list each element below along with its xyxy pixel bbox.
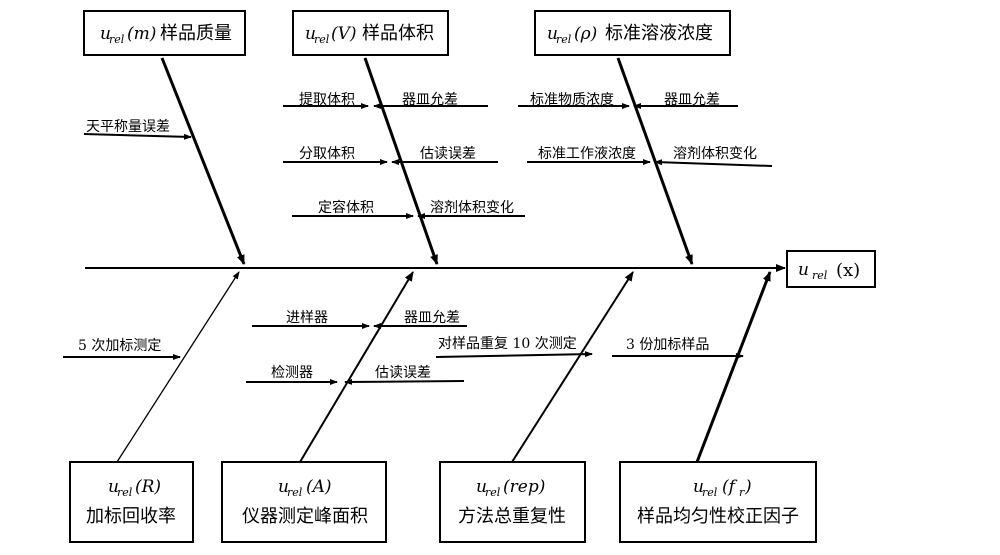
cause-repeatability-subscript: rel — [485, 486, 501, 499]
cause-box-repeatability: u rel (rep) 方法总重复性 — [439, 461, 586, 543]
arrow-reading-error-2 — [344, 378, 465, 385]
arrow-repeat-10 — [435, 351, 593, 358]
label-injector: 进样器 — [286, 310, 328, 326]
label-spiked-samples-3: 3 份加标样品 — [626, 337, 709, 353]
branch-recovery — [116, 271, 240, 463]
cause-repeatability-label: 方法总重复性 — [458, 506, 566, 527]
cause-mass-label: 样品质量 — [160, 23, 232, 44]
cause-repeatability-symbol: u — [476, 477, 487, 497]
effect-symbol: u — [798, 260, 809, 280]
cause-box-mass: u rel (m) 样品质量 — [83, 10, 246, 56]
label-reading-error-1: 估读误差 — [420, 145, 476, 162]
branch-repeatability — [511, 271, 634, 463]
cause-mass-symbol: u — [100, 24, 111, 44]
label-constant-volume: 定容体积 — [318, 199, 374, 216]
cause-recovery-symbol: u — [108, 477, 119, 497]
label-extraction-volume: 提取体积 — [299, 92, 355, 108]
label-solvent-volume-change-1: 溶剂体积变化 — [430, 200, 514, 216]
cause-concentration-arg: (ρ) — [574, 24, 597, 44]
label-vessel-tolerance-1: 器皿允差 — [402, 92, 458, 108]
label-solvent-volume-change-2: 溶剂体积变化 — [673, 146, 757, 162]
cause-repeatability-arg: (rep) — [503, 477, 545, 497]
label-reference-concentration: 标准物质浓度 — [530, 92, 614, 108]
branch-mass — [160, 57, 246, 265]
cause-volume-subscript: rel — [314, 33, 330, 46]
cause-recovery-subscript: rel — [117, 486, 133, 499]
cause-volume-arg: (V) — [331, 24, 357, 44]
label-spike-5: 5 次加标测定 — [78, 338, 161, 354]
label-detector: 检测器 — [271, 365, 313, 381]
cause-box-volume: u rel (V) 样品体积 — [292, 10, 449, 56]
cause-volume-label: 样品体积 — [362, 23, 434, 44]
cause-box-homogeneity: u rel (f r ) 样品均匀性校正因子 — [619, 461, 817, 543]
branch-instrument — [299, 271, 414, 463]
effect-subscript: rel — [812, 269, 828, 282]
cause-concentration-symbol: u — [547, 24, 558, 44]
cause-recovery-label: 加标回收率 — [86, 506, 176, 527]
effect-arg: (x) — [836, 260, 860, 281]
cause-recovery-arg: (R) — [135, 477, 161, 497]
label-balance-error: 天平称量误差 — [86, 119, 170, 135]
cause-homogeneity-arg-end: ) — [744, 477, 752, 497]
label-working-solution-concentration: 标准工作液浓度 — [538, 146, 636, 162]
cause-homogeneity-arg-sub: r — [739, 486, 745, 499]
arrow-balance-error — [83, 133, 192, 140]
cause-instrument-subscript: rel — [287, 486, 303, 499]
cause-homogeneity-arg: (f — [722, 477, 738, 497]
cause-homogeneity-subscript: rel — [702, 486, 718, 499]
arrow-solvent-volume-change-2 — [654, 159, 773, 167]
cause-volume-symbol: u — [305, 24, 316, 44]
cause-mass-subscript: rel — [109, 33, 125, 46]
label-vessel-tolerance-3: 器皿允差 — [404, 310, 460, 326]
label-reading-error-2: 估读误差 — [375, 364, 431, 381]
label-aliquot-volume: 分取体积 — [299, 146, 355, 162]
label-vessel-tolerance-2: 器皿允差 — [664, 92, 720, 108]
cause-box-instrument: u rel (A) 仪器测定峰面积 — [221, 461, 387, 543]
cause-concentration-label: 标准溶液浓度 — [605, 23, 713, 44]
cause-instrument-label: 仪器测定峰面积 — [242, 506, 368, 527]
cause-instrument-symbol: u — [278, 477, 289, 497]
cause-homogeneity-symbol: u — [693, 477, 704, 497]
cause-mass-arg: (m) — [127, 24, 156, 44]
cause-box-concentration: u rel (ρ) 标准溶液浓度 — [534, 10, 731, 56]
branch-homogeneity — [695, 271, 772, 463]
effect-box: u rel (x) — [786, 250, 876, 288]
cause-concentration-subscript: rel — [556, 33, 572, 46]
cause-homogeneity-label: 样品均匀性校正因子 — [637, 506, 799, 527]
cause-instrument-arg: (A) — [306, 477, 332, 497]
label-repeat-10: 对样品重复 10 次测定 — [438, 335, 577, 352]
cause-box-recovery: u rel (R) 加标回收率 — [69, 461, 194, 543]
